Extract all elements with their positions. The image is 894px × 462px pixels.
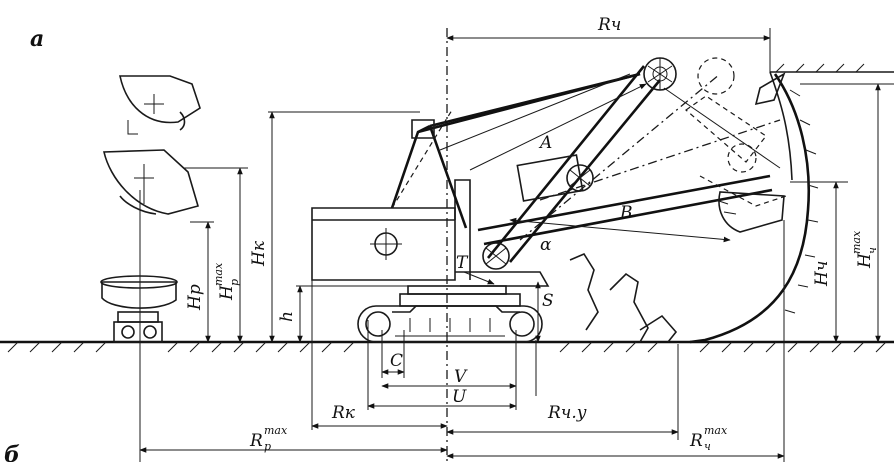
crawler-tracks [357, 285, 543, 343]
label-H-ch-max: H max ч [850, 230, 879, 269]
a-frame [390, 72, 641, 229]
label-h: h [277, 311, 297, 322]
label-R-ch-max: R max ч [689, 424, 728, 453]
extension-lines [139, 190, 785, 462]
dim-H-k [268, 111, 420, 343]
label-H-r-max: H max р [212, 262, 241, 301]
label-R-k: Rк [331, 403, 356, 423]
label-R-chu: Rч.у [547, 403, 587, 423]
label-alpha: α [540, 235, 552, 255]
panel-label: а [30, 26, 44, 52]
svg-text:R: R [249, 431, 263, 451]
svg-text:max: max [704, 424, 728, 437]
dipper-bucket [715, 72, 786, 233]
machine-house [311, 179, 550, 287]
dim-R-ch [446, 28, 771, 72]
dim-B [509, 217, 731, 243]
next-panel-label: б [4, 442, 20, 462]
hoist-rope [663, 87, 781, 169]
dim-H-r [190, 221, 214, 343]
svg-text:ч: ч [704, 440, 711, 453]
svg-text:р: р [264, 440, 271, 453]
label-H-k: Hк [249, 240, 269, 267]
dim-H-ch-max [800, 83, 894, 343]
label-A: A [538, 133, 552, 153]
dim-H-r-max [184, 167, 248, 343]
unloading-buckets [103, 75, 201, 215]
dump-truck [100, 275, 178, 343]
label-H-ch: Hч [812, 261, 832, 287]
svg-text:ч: ч [866, 247, 879, 254]
dim-H-ch [790, 181, 848, 343]
alternate-positions [519, 57, 787, 241]
svg-text:H: H [855, 252, 875, 269]
svg-text:max: max [212, 262, 225, 286]
label-C: C [390, 351, 403, 371]
label-R-ch: Rч [597, 15, 621, 35]
label-B: B [619, 203, 633, 223]
svg-text:R: R [689, 431, 703, 451]
crowd-arrow [463, 271, 495, 285]
label-V: V [454, 367, 468, 387]
svg-text:H: H [217, 284, 237, 301]
dig-face [569, 63, 894, 344]
label-R-r-max: R max р [249, 424, 288, 453]
label-T: T [456, 253, 469, 273]
svg-text:р: р [228, 279, 241, 286]
label-S: S [542, 291, 554, 311]
svg-text:max: max [850, 230, 863, 254]
svg-text:max: max [264, 424, 288, 437]
dim-A [469, 83, 647, 171]
label-H-r: Hр [185, 284, 205, 311]
label-U: U [452, 387, 467, 407]
dim-h [296, 285, 408, 343]
